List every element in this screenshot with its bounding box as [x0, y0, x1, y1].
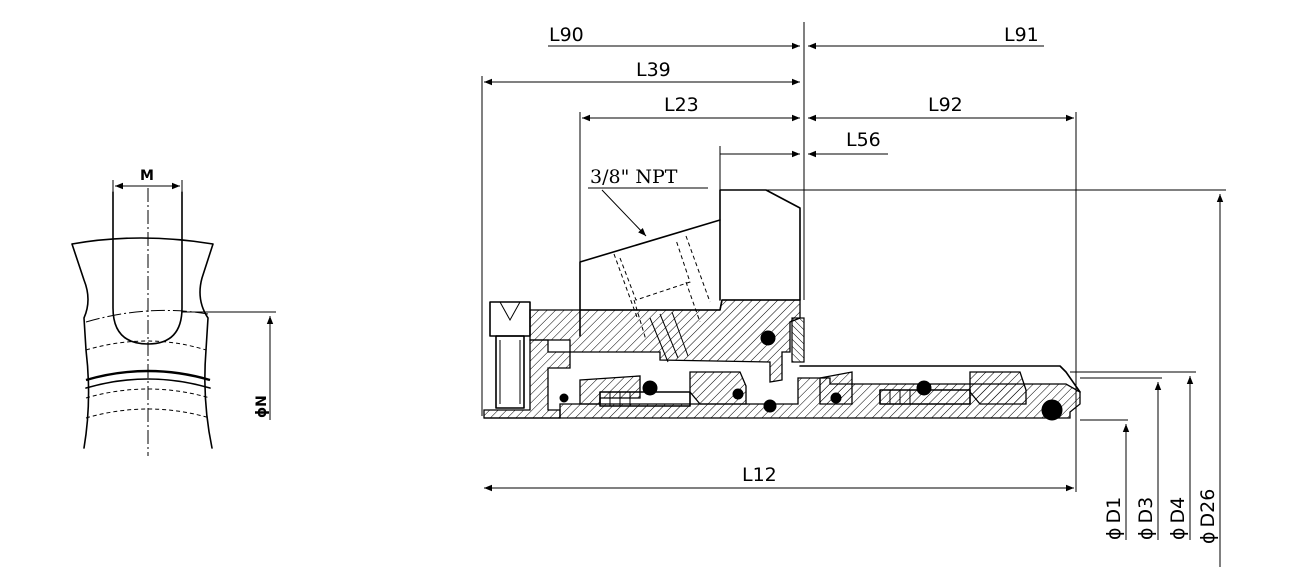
seal-ring-right-a [819, 371, 853, 405]
detail-arc-1 [85, 309, 209, 323]
port-passage [633, 281, 701, 341]
o-ring-left-1 [642, 380, 658, 396]
dim-l91-label: L91 [1004, 24, 1039, 46]
inner-seal-left [559, 330, 777, 413]
inner-seal-right [819, 371, 1063, 421]
detail-width-label: M [140, 168, 154, 184]
o-ring-left-4 [763, 399, 777, 413]
svg-text:ϕD26: ϕ D26 [1197, 489, 1219, 544]
dim-d26-label-group: ϕ D26 [1197, 489, 1219, 544]
port-passage-hatch [649, 311, 689, 363]
dim-d4-symbol: ϕ [1167, 527, 1189, 540]
detail-arc-5 [85, 388, 211, 399]
o-ring-gland [760, 330, 776, 346]
dim-d3-label-group: ϕ D3 [1135, 497, 1157, 540]
dim-l12-label: L12 [742, 464, 777, 486]
dim-d1-label: D1 [1103, 497, 1125, 524]
o-ring-left-2 [732, 388, 744, 400]
dim-d4-label: D4 [1167, 497, 1189, 524]
dim-d3-label: D3 [1135, 497, 1157, 524]
detail-arc-4 [85, 378, 211, 389]
port-note-label: 3/8" NPT [590, 166, 678, 188]
dim-d26-symbol: ϕ [1197, 531, 1219, 544]
dim-d26-label: D26 [1197, 489, 1219, 528]
npt-port [613, 235, 711, 363]
section-view: L90 L91 L39 L23 L92 L56 3/8" NPT L12 [481, 22, 1226, 567]
detail-arc-2 [85, 340, 207, 351]
o-ring-shaft [1041, 399, 1063, 421]
right-sleeve-outline [799, 365, 1081, 393]
gland-gasket [791, 317, 805, 363]
o-ring-right-2 [830, 392, 842, 404]
dim-d4-label-group: ϕ D4 [1167, 497, 1189, 540]
svg-text:ϕD3: ϕ D3 [1135, 497, 1157, 540]
dim-l92-label: L92 [928, 94, 963, 116]
dim-l39-label: L39 [636, 59, 671, 81]
port-leader-line [601, 189, 647, 237]
bolt-socket [499, 301, 521, 322]
detail-view: M ϕN [71, 168, 276, 456]
o-ring-left-3 [559, 393, 569, 403]
dim-l90-label: L90 [549, 24, 584, 46]
o-ring-right-1 [916, 380, 932, 396]
dim-d1-symbol: ϕ [1103, 527, 1125, 540]
port-bore-lines [613, 235, 711, 321]
gland-upper-block [579, 189, 801, 337]
dim-l23-label: L23 [664, 94, 699, 116]
dim-d3-symbol: ϕ [1135, 527, 1157, 540]
detail-arc-6 [85, 408, 211, 419]
gland-housing [529, 299, 801, 383]
dim-d1-label-group: ϕ D1 [1103, 497, 1125, 540]
clamp-bolt [489, 301, 531, 409]
dim-l56-label: L56 [846, 129, 881, 151]
svg-text:ϕD4: ϕ D4 [1167, 497, 1189, 540]
left-collar [483, 339, 571, 419]
seal-face-right [969, 371, 1027, 405]
svg-text:ϕD1: ϕ D1 [1103, 497, 1125, 540]
detail-diameter-label: ϕN [254, 395, 270, 418]
bolt-shank [495, 335, 525, 409]
port-thread-outline [619, 239, 691, 301]
detail-arc-3 [85, 369, 211, 382]
